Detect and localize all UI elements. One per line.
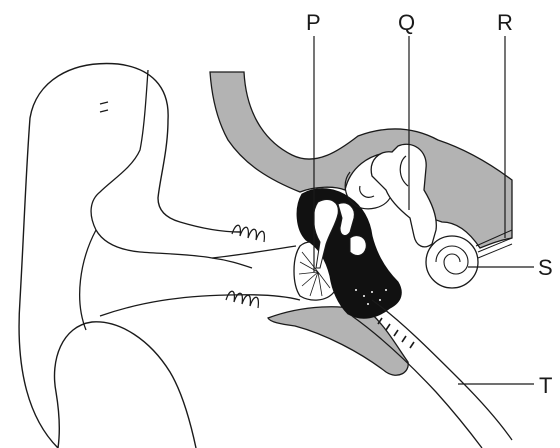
auricle-lower-fold (80, 230, 96, 330)
label-q: Q (398, 12, 415, 34)
canal-hairs-lower (226, 291, 258, 308)
ear-canal-upper-wall (212, 246, 296, 258)
lower-bone (268, 307, 408, 376)
ossicle-stapes (350, 236, 366, 256)
cochlea (426, 236, 478, 288)
label-t: T (539, 375, 552, 397)
auricle-marks (100, 102, 108, 112)
auricle (19, 64, 240, 448)
ear-canal-lower-wall (100, 295, 300, 316)
label-p: P (306, 12, 321, 34)
label-r: R (497, 12, 513, 34)
canal-hairs-upper (232, 225, 264, 242)
label-s: S (538, 257, 553, 279)
